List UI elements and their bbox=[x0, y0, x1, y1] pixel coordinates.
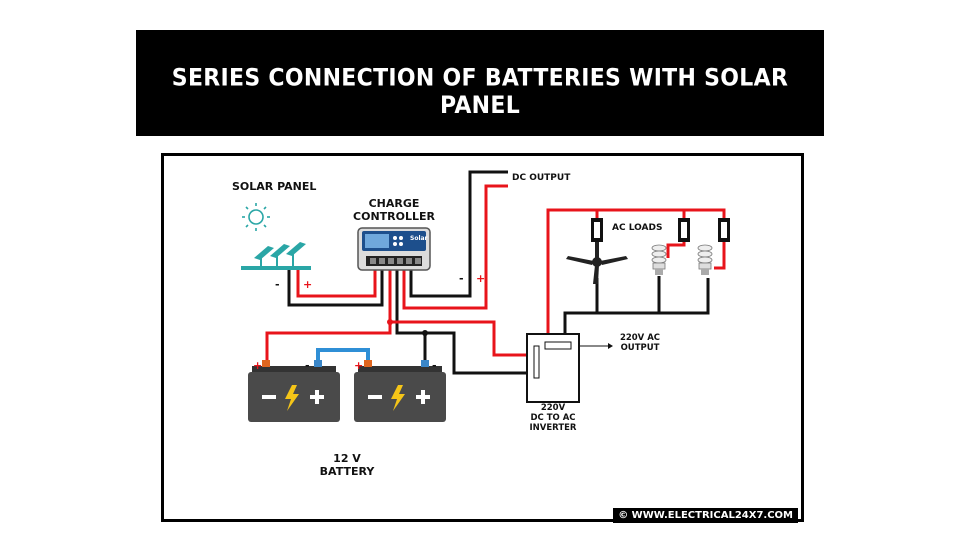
copyright-badge: © WWW.ELECTRICAL24X7.COM bbox=[613, 508, 798, 523]
title-banner: SERIES CONNECTION OF BATTERIES WITH SOLA… bbox=[136, 30, 824, 136]
lamp1-live-wire bbox=[666, 240, 686, 258]
series-link-wire bbox=[316, 348, 370, 364]
page-title: SERIES CONNECTION OF BATTERIES WITH SOLA… bbox=[171, 64, 789, 120]
battery2-minus-mark: - bbox=[432, 359, 437, 372]
solar-plus-mark: + bbox=[303, 278, 312, 291]
inverter-line3: INVERTER bbox=[529, 422, 577, 433]
switch-icon bbox=[678, 218, 690, 242]
ac-neutral-wire bbox=[563, 278, 710, 338]
inverter-line1: 220V bbox=[540, 403, 566, 413]
lamp2-live-wire bbox=[714, 240, 726, 270]
dc-minus-mark: - bbox=[459, 272, 464, 285]
junction-dot bbox=[422, 330, 428, 336]
controller-brand-label: Solar bbox=[410, 235, 428, 242]
battery2-plus-mark: + bbox=[354, 359, 363, 372]
battery-line1: 12 V bbox=[333, 452, 361, 465]
switch-icon bbox=[591, 218, 603, 242]
cfl-bulb-icon bbox=[651, 244, 667, 275]
diagram-frame bbox=[161, 153, 804, 522]
battery-line2: BATTERY bbox=[319, 464, 375, 478]
inverter-line2: DC TO AC bbox=[530, 412, 576, 423]
inverter-positive-wire bbox=[390, 320, 538, 357]
battery-icon bbox=[248, 360, 340, 422]
dc-output-negative-wire bbox=[409, 170, 508, 298]
sun-icon bbox=[242, 203, 270, 231]
ac-live-wire bbox=[546, 208, 726, 338]
ac-loads-label: AC LOADS bbox=[612, 223, 663, 233]
battery-label: 12 V BATTERY bbox=[312, 452, 382, 478]
ceiling-fan-icon bbox=[566, 242, 628, 284]
charge-controller-line1: CHARGE bbox=[368, 197, 420, 210]
inverter-negative-wire bbox=[425, 331, 538, 375]
ac-output-line2: OUTPUT bbox=[620, 342, 660, 353]
switch-icon bbox=[718, 218, 730, 242]
solar-positive-wire bbox=[296, 268, 377, 298]
dc-output-positive-wire bbox=[402, 184, 508, 310]
junction-dot bbox=[387, 319, 393, 325]
battery-positive-wire bbox=[265, 268, 392, 362]
solar-panel-icon bbox=[241, 242, 311, 270]
ac-output-label: 220V AC OUTPUT bbox=[612, 333, 668, 354]
charge-controller-line2: CONTROLLER bbox=[353, 209, 435, 223]
dc-output-label: DC OUTPUT bbox=[512, 173, 571, 183]
ac-output-line1: 220V AC bbox=[619, 333, 661, 343]
charge-controller-label: CHARGE CONTROLLER bbox=[344, 197, 444, 223]
solar-panel-label: SOLAR PANEL bbox=[232, 180, 317, 193]
dc-plus-mark: + bbox=[476, 272, 485, 285]
inverter-label: 220V DC TO AC INVERTER bbox=[520, 403, 586, 433]
cfl-bulb-icon bbox=[697, 244, 713, 275]
wires bbox=[265, 170, 726, 375]
battery1-plus-mark: + bbox=[253, 359, 262, 372]
inverter-box bbox=[526, 333, 613, 403]
battery-icon bbox=[354, 360, 446, 422]
charge-controller bbox=[357, 227, 431, 271]
solar-negative-wire bbox=[287, 268, 384, 307]
battery-negative-wire bbox=[395, 268, 427, 362]
solar-minus-mark: - bbox=[275, 278, 280, 291]
battery1-minus-mark: - bbox=[305, 359, 310, 372]
